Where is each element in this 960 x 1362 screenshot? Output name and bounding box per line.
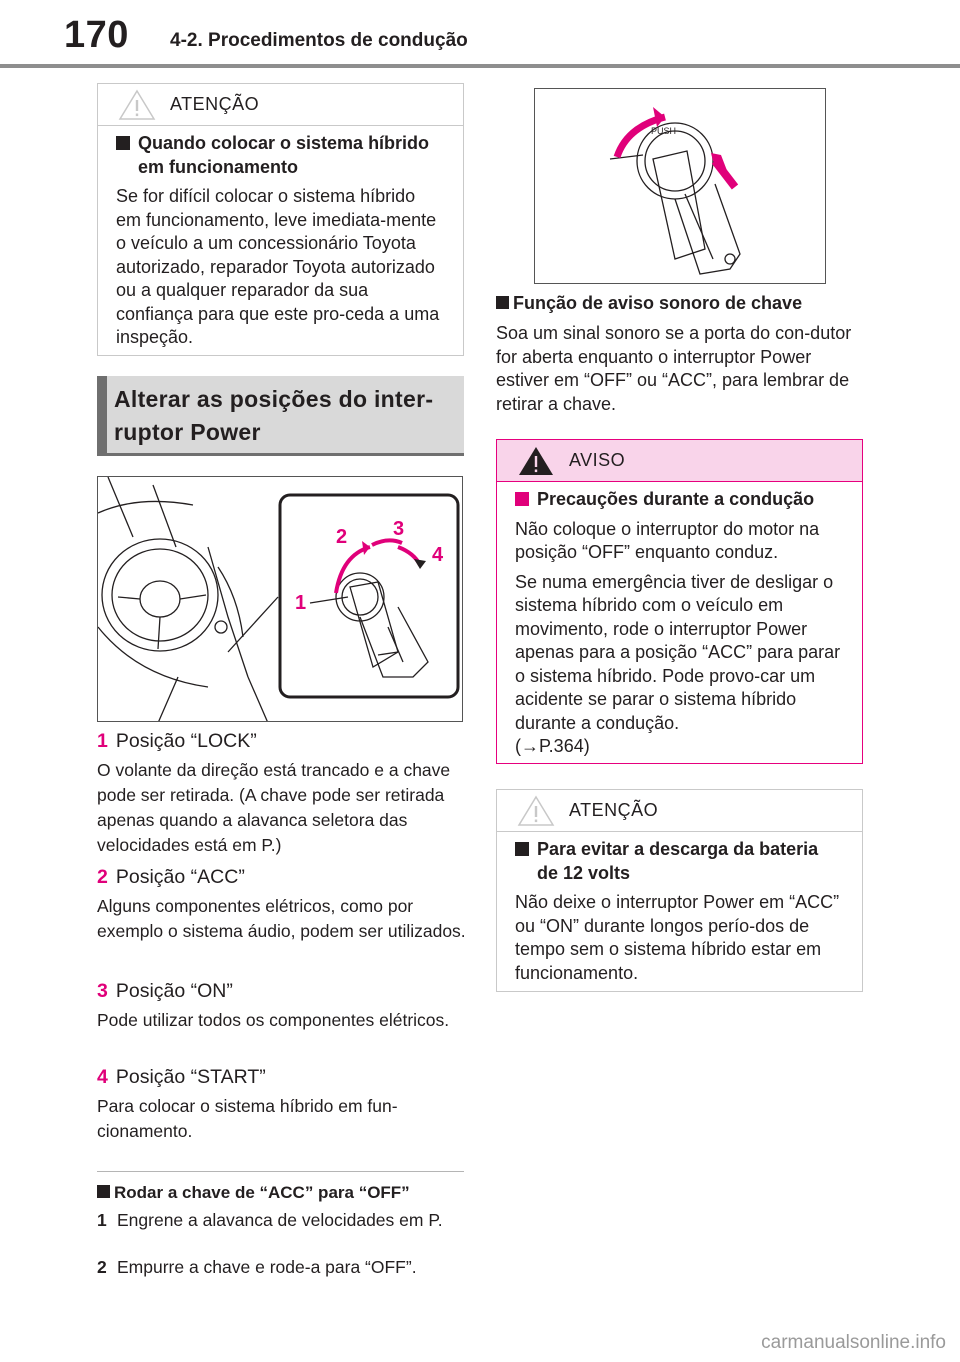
warning-icon	[519, 447, 553, 475]
warning-page-reference: (→P.364)	[515, 736, 590, 756]
svg-text:PUSH: PUSH	[651, 126, 676, 136]
figure-label-1: 1	[295, 592, 306, 614]
position-lock: 1 Posição “LOCK” O volante da direção est…	[97, 730, 467, 858]
page-number: 170	[64, 14, 129, 56]
attention-box-hybrid-start: ATENÇÃO Quando colocar o sistema híbrido…	[97, 83, 464, 356]
figure-label-4: 4	[432, 544, 444, 566]
position-start: 4 Posição “START” Para colocar o sistema …	[97, 1066, 467, 1144]
warning-subtitle-text: Precauções durante a condução	[537, 489, 815, 509]
power-switch-figure: 1 2 3 4	[97, 476, 463, 722]
position-title: Posição “ACC”	[115, 866, 245, 888]
attention-box-title: ATENÇÃO	[569, 800, 659, 820]
acc-off-step-1: 1 Engrene a alavanca de velocidades em P…	[97, 1210, 467, 1231]
warning-box-driving: AVISO Precauções durante a condução Não …	[496, 439, 863, 764]
warning-paragraph-2: Se numa emergência tiver de desligar o s…	[515, 571, 841, 733]
section-heading-text: Alterar as posições do inter-ruptor Powe…	[114, 386, 434, 445]
attention-subtitle-text: Quando colocar o sistema híbrido em func…	[138, 133, 430, 177]
position-title: Posição “START”	[115, 1066, 266, 1088]
square-bullet-icon	[515, 842, 529, 856]
section-title: 4-2. Procedimentos de condução	[170, 30, 468, 51]
attention-body: Se for difícil colocar o sistema híbrido…	[116, 186, 440, 347]
square-bullet-icon	[116, 136, 130, 150]
square-bullet-icon	[496, 296, 509, 309]
key-warning-heading: Função de aviso sonoro de chave	[496, 293, 802, 314]
key-warning-title: Função de aviso sonoro de chave	[513, 293, 803, 313]
position-number: 1	[97, 730, 108, 752]
position-description: Alguns componentes elétricos, como por e…	[97, 896, 466, 941]
position-description: Para colocar o sistema híbrido em fun-ci…	[97, 1096, 398, 1141]
dashboard-illustration: 1 2 3 4	[98, 477, 460, 721]
figure-label-3: 3	[393, 518, 404, 540]
section-heading: Alterar as posições do inter-ruptor Powe…	[97, 376, 464, 456]
warning-paragraph-1: Não coloque o interruptor do motor na po…	[515, 518, 820, 563]
step-number: 2	[97, 1257, 107, 1277]
key-warning-body: Soa um sinal sonoro se a porta do con-du…	[496, 323, 852, 414]
section-heading-bar	[97, 376, 107, 453]
position-on: 3 Posição “ON” Pode utilizar todos os com…	[97, 980, 467, 1033]
attention-box-header: ATENÇÃO	[497, 790, 862, 832]
attention-subtitle-text: Para evitar a descarga da bateria de 12 …	[537, 839, 819, 883]
position-number: 4	[97, 1066, 108, 1088]
step-text: Engrene a alavanca de velocidades em P.	[117, 1210, 443, 1230]
footer-watermark: carmanualsonline.info	[761, 1332, 946, 1353]
divider	[97, 1171, 464, 1172]
key-switch-figure: PUSH	[534, 88, 826, 284]
step-text: Empurre a chave e rode-a para “OFF”.	[117, 1257, 417, 1277]
acc-off-title: Rodar a chave de “ACC” para “OFF”	[114, 1183, 410, 1202]
square-bullet-icon	[97, 1185, 110, 1198]
header-rule	[0, 64, 960, 68]
attention-body: Não deixe o interruptor Power em “ACC” o…	[515, 892, 840, 983]
position-acc: 2 Posição “ACC” Alguns componentes elétri…	[97, 866, 467, 944]
caution-icon	[517, 795, 555, 826]
position-number: 3	[97, 980, 108, 1002]
step-number: 1	[97, 1210, 107, 1230]
figure-label-2: 2	[336, 526, 347, 548]
position-title: Posição “ON”	[115, 980, 233, 1002]
position-description: O volante da direção está trancado e a c…	[97, 760, 451, 855]
caution-icon	[118, 89, 156, 120]
attention-subtitle: Quando colocar o sistema híbrido em func…	[116, 132, 443, 179]
warning-box-header: AVISO	[497, 440, 862, 482]
acc-off-heading: Rodar a chave de “ACC” para “OFF”	[97, 1183, 410, 1203]
attention-box-battery: ATENÇÃO Para evitar a descarga da bateri…	[496, 789, 863, 992]
key-illustration: PUSH	[609, 107, 741, 275]
attention-box-title: ATENÇÃO	[170, 94, 260, 114]
acc-off-step-2: 2 Empurre a chave e rode-a para “OFF”.	[97, 1257, 467, 1278]
warning-box-title: AVISO	[569, 450, 626, 470]
warning-subtitle: Precauções durante a condução	[515, 488, 842, 512]
square-bullet-icon	[515, 492, 529, 506]
attention-box-header: ATENÇÃO	[98, 84, 463, 126]
page-header: 170 4-2. Procedimentos de condução	[0, 0, 960, 70]
position-number: 2	[97, 866, 108, 888]
position-title: Posição “LOCK”	[115, 730, 257, 752]
position-description: Pode utilizar todos os componentes elétr…	[97, 1010, 450, 1030]
attention-subtitle: Para evitar a descarga da bateria de 12 …	[515, 838, 842, 885]
